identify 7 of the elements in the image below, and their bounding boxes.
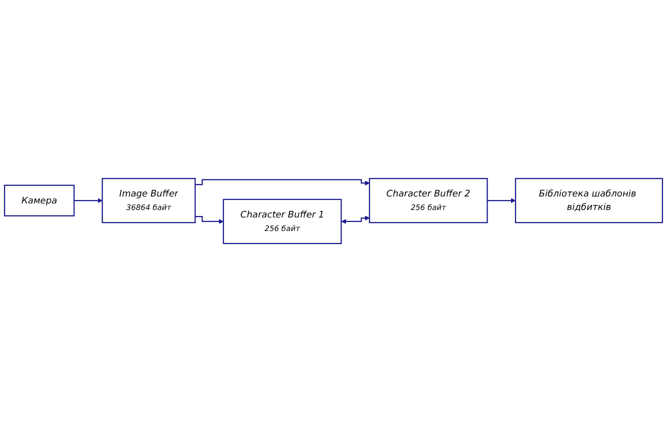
node-box: Бібліотека шаблонів відбитків	[514, 178, 664, 224]
arrow	[74, 198, 103, 204]
node-box: Камера	[4, 184, 75, 216]
arrow	[341, 216, 370, 224]
arrow	[195, 216, 224, 224]
arrow	[195, 179, 370, 186]
arrow	[487, 198, 516, 204]
